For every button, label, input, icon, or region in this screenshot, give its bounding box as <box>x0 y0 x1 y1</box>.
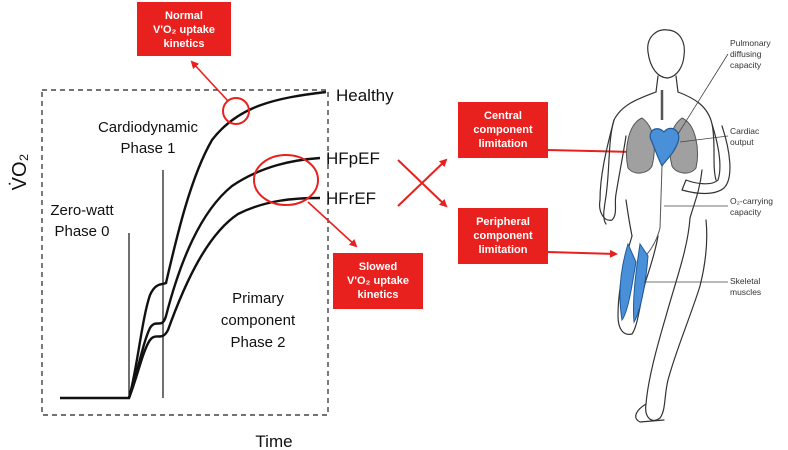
phase1-label-line2: Phase 1 <box>120 140 175 157</box>
pulmonary-label: Pulmonary diffusing capacity <box>730 38 771 70</box>
healthy-label: Healthy <box>336 86 394 105</box>
skeletal-muscles-label: Skeletal muscles <box>730 276 761 297</box>
cardiac-label: Cardiac output <box>730 126 760 147</box>
svg-text:kinetics: kinetics <box>164 38 205 50</box>
svg-text:Pulmonary: Pulmonary <box>730 38 771 48</box>
phase2-label-line2: component <box>221 312 296 329</box>
peripheral-arrow <box>547 249 618 258</box>
svg-text:Peripheral: Peripheral <box>476 216 530 228</box>
phase0-label-line2: Phase 0 <box>54 223 109 240</box>
slowed-kinetics-circle <box>253 154 319 206</box>
svg-text:Cardiac: Cardiac <box>730 126 760 136</box>
svg-text:Normal: Normal <box>165 10 203 22</box>
cross-arrows <box>397 158 448 208</box>
blood-vessel <box>639 165 663 263</box>
svg-text:V'O₂ uptake: V'O₂ uptake <box>347 275 409 287</box>
svg-text:Central: Central <box>484 110 522 122</box>
body-label-leaders <box>644 53 729 283</box>
heart <box>649 127 680 168</box>
central-limitation-box: Central component limitation <box>458 102 548 158</box>
normal-kinetics-circle <box>222 97 250 125</box>
svg-text:muscles: muscles <box>730 287 761 297</box>
svg-text:diffusing: diffusing <box>730 49 762 59</box>
hfref-curve <box>127 196 321 399</box>
central-arrow <box>547 147 636 156</box>
svg-text:Skeletal: Skeletal <box>730 276 760 286</box>
hfpef-label: HFpEF <box>326 149 380 168</box>
svg-text:component: component <box>473 230 533 242</box>
peripheral-limitation-box: Peripheral component limitation <box>458 208 548 264</box>
phase0-label-line1: Zero-watt <box>50 202 114 219</box>
phase2-label-line1: Primary <box>232 290 284 307</box>
svg-text:capacity: capacity <box>730 207 762 217</box>
svg-text:V'O₂ uptake: V'O₂ uptake <box>153 24 215 36</box>
hfpef-curve <box>127 156 321 399</box>
svg-text:capacity: capacity <box>730 60 762 70</box>
healthy-curve <box>60 90 327 400</box>
kinetics-plot: V̇O₂ Time Healthy HFpEF HFrEF Cardiodyna… <box>9 60 394 450</box>
svg-text:limitation: limitation <box>479 138 528 150</box>
x-axis-label: Time <box>255 432 292 450</box>
normal-kinetics-box: Normal V'O₂ uptake kinetics <box>137 2 231 56</box>
o2-carrying-label: O₂-carrying capacity <box>730 196 773 217</box>
svg-text:kinetics: kinetics <box>358 289 399 301</box>
slowed-arrow <box>307 201 358 248</box>
hfref-label: HFrEF <box>326 189 376 208</box>
svg-text:O₂-carrying: O₂-carrying <box>730 196 773 206</box>
phase2-label-line3: Phase 2 <box>230 334 285 351</box>
svg-text:output: output <box>730 137 754 147</box>
svg-text:Slowed: Slowed <box>359 261 398 273</box>
svg-text:component: component <box>473 124 533 136</box>
slowed-kinetics-box: Slowed V'O₂ uptake kinetics <box>333 253 423 309</box>
normal-arrow <box>190 60 229 102</box>
plot-frame <box>41 89 329 416</box>
svg-text:limitation: limitation <box>479 244 528 256</box>
phase1-label-line1: Cardiodynamic <box>98 119 199 136</box>
y-axis-label: V̇O₂ <box>9 154 31 191</box>
skeletal-muscles <box>619 242 649 324</box>
runner-figure <box>599 29 731 423</box>
